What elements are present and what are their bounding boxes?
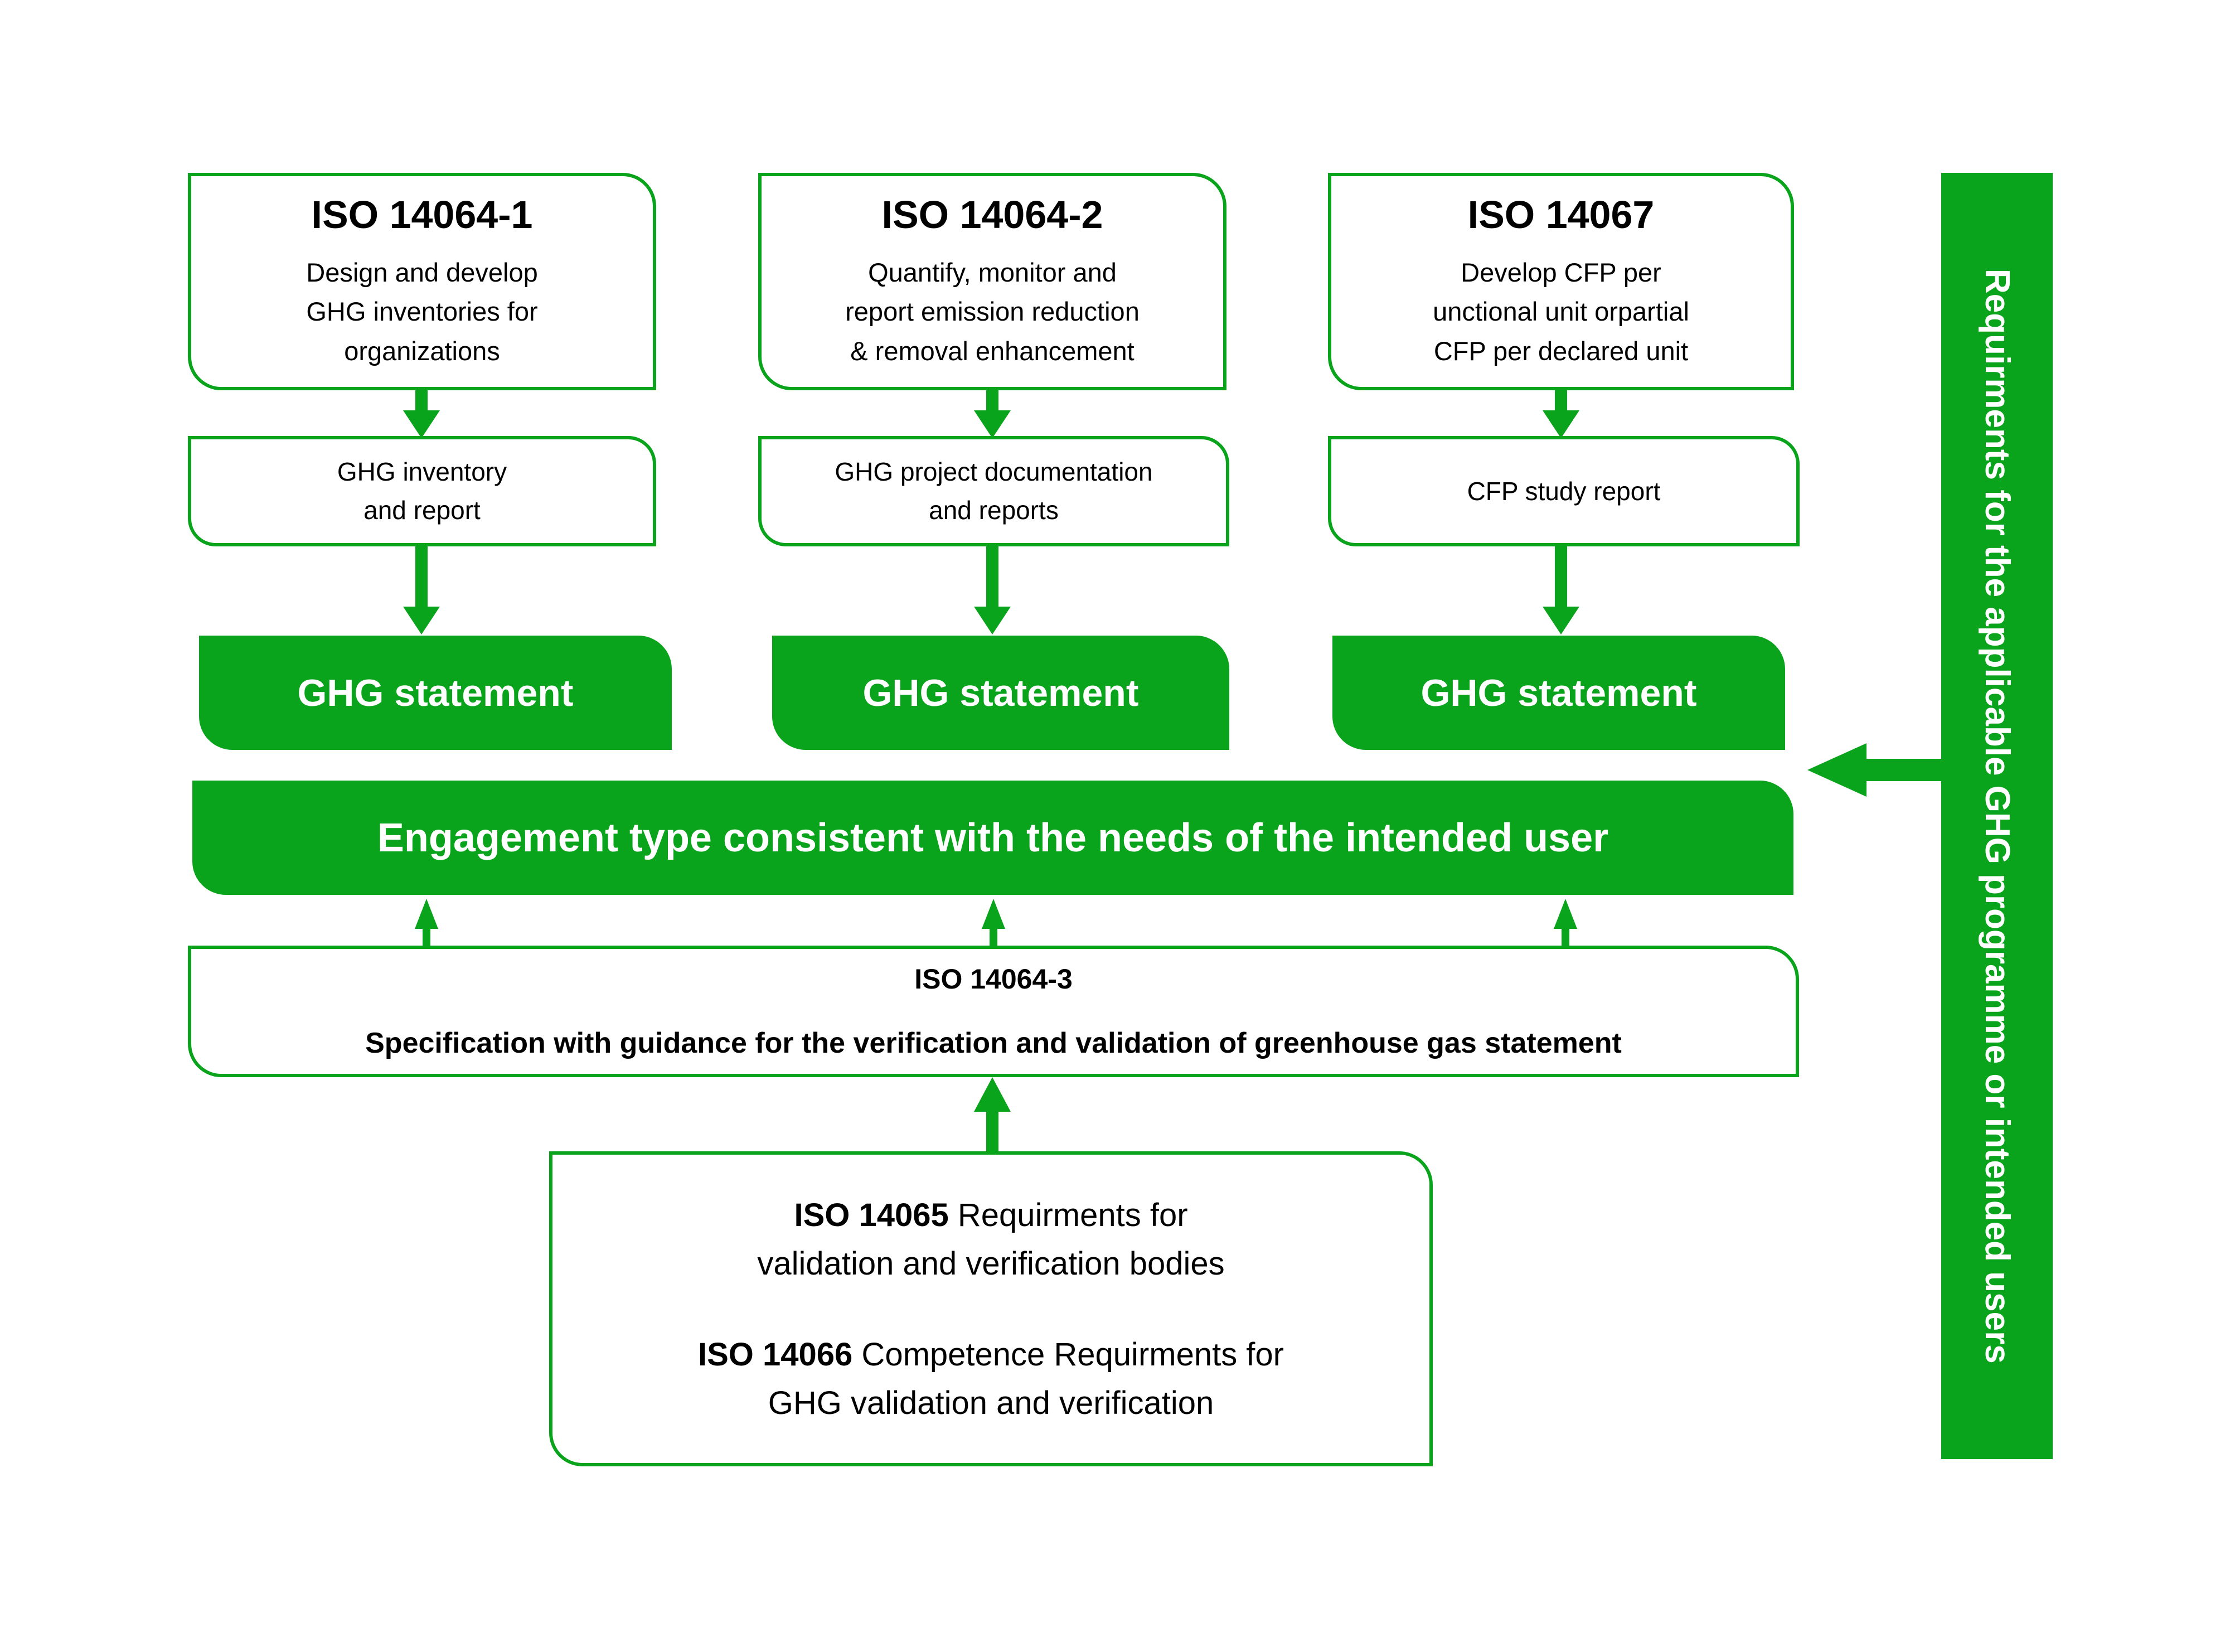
- arrow-down-icon: [415, 389, 428, 413]
- arrow-down-head-icon: [403, 410, 440, 438]
- arrow-up-icon: [986, 1110, 998, 1152]
- bodies-item-iso-14066: ISO 14066 Competence Requirments for GHG…: [698, 1330, 1284, 1427]
- engagement-type-bar: Engagement type consistent with the need…: [192, 781, 1793, 895]
- arrow-down-head-icon: [1543, 410, 1579, 438]
- arrow-up-icon: [423, 926, 430, 948]
- standard-description: Quantify, monitor and report emission re…: [845, 257, 1140, 366]
- output-text: GHG inventory and report: [337, 457, 507, 525]
- standard-description: Develop CFP per unctional unit orpartial…: [1433, 257, 1689, 366]
- ghg-statement-box: GHG statement: [772, 636, 1229, 750]
- arrow-up-icon: [990, 926, 997, 948]
- arrow-down-head-icon: [1543, 607, 1579, 634]
- arrow-up-icon: [1562, 926, 1569, 948]
- arrow-up-head-icon: [982, 899, 1005, 929]
- standard-box-iso-14064-2: ISO 14064-2 Quantify, monitor and report…: [758, 173, 1226, 390]
- standard-title: ISO 14064-1: [311, 193, 533, 236]
- arrow-down-icon: [986, 546, 998, 609]
- arrow-down-icon: [1555, 389, 1567, 413]
- iso-14066-text: Competence Requirments for GHG validatio…: [768, 1336, 1284, 1421]
- output-box-ghg-inventory: GHG inventory and report: [188, 436, 656, 546]
- arrow-down-head-icon: [974, 410, 1011, 438]
- verification-title: ISO 14064-3: [914, 963, 1073, 995]
- standard-title: ISO 14064-2: [881, 193, 1103, 236]
- output-box-ghg-project-documentation: GHG project documentation and reports: [758, 436, 1229, 546]
- output-text: CFP study report: [1467, 476, 1661, 506]
- verification-description: Specification with guidance for the veri…: [365, 1027, 1622, 1059]
- iso-14065-code: ISO 14065: [794, 1196, 949, 1233]
- ghg-statement-label: GHG statement: [1420, 671, 1697, 714]
- standard-title: ISO 14067: [1467, 193, 1655, 236]
- arrow-down-head-icon: [403, 607, 440, 634]
- standard-box-iso-14064-1: ISO 14064-1 Design and develop GHG inven…: [188, 173, 656, 390]
- ghg-statement-label: GHG statement: [862, 671, 1139, 714]
- arrow-left-head-icon: [1807, 743, 1866, 797]
- standard-box-iso-14067: ISO 14067 Develop CFP per unctional unit…: [1328, 173, 1794, 390]
- arrow-down-icon: [1555, 546, 1567, 609]
- arrow-down-icon: [415, 546, 428, 609]
- bodies-item-iso-14065: ISO 14065 Requirments for validation and…: [757, 1191, 1224, 1288]
- output-box-cfp-study-report: CFP study report: [1328, 436, 1800, 546]
- arrow-down-icon: [986, 389, 998, 413]
- verification-box-iso-14064-3: ISO 14064-3 Specification with guidance …: [188, 946, 1799, 1077]
- arrow-up-head-icon: [974, 1077, 1011, 1112]
- requirements-side-bar: Requirments for the applicable GHG progr…: [1941, 173, 2053, 1459]
- standard-description: Design and develop GHG inventories for o…: [306, 257, 538, 366]
- ghg-statement-box: GHG statement: [1332, 636, 1785, 750]
- requirements-side-bar-label: Requirments for the applicable GHG progr…: [1978, 268, 2016, 1364]
- arrow-down-head-icon: [974, 607, 1011, 634]
- arrow-left-icon: [1864, 759, 1942, 781]
- iso-14065-text: Requirments for validation and verificat…: [757, 1196, 1225, 1282]
- ghg-statement-box: GHG statement: [199, 636, 672, 750]
- ghg-statement-label: GHG statement: [297, 671, 574, 714]
- arrow-up-head-icon: [1554, 899, 1577, 929]
- iso-14066-code: ISO 14066: [698, 1336, 853, 1373]
- arrow-up-head-icon: [415, 899, 438, 929]
- bodies-box-iso-14065-14066: ISO 14065 Requirments for validation and…: [549, 1151, 1433, 1466]
- engagement-type-label: Engagement type consistent with the need…: [377, 815, 1609, 860]
- output-text: GHG project documentation and reports: [835, 457, 1153, 525]
